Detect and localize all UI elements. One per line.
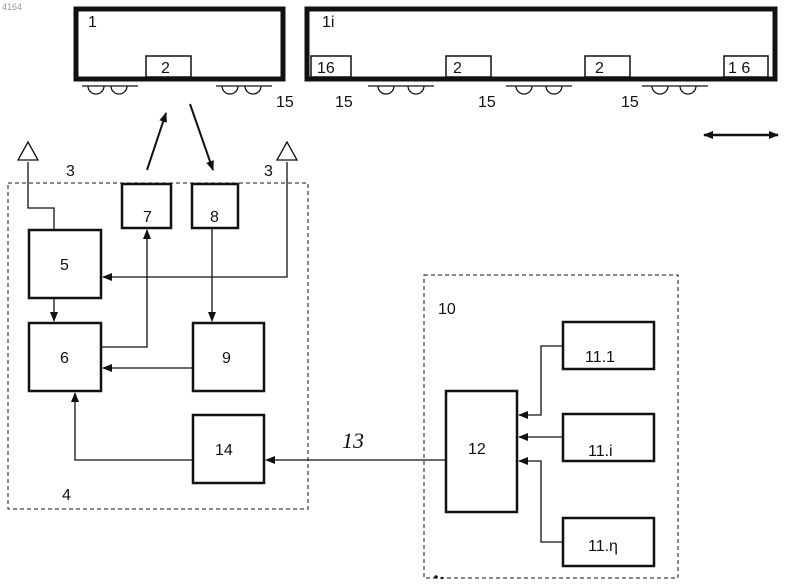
wire-14-to-6 [75, 393, 193, 460]
wagon-1-axle-label: 15 [276, 94, 294, 111]
wagon-1: 1 2 15 [76, 9, 294, 111]
block-12-label: 12 [468, 441, 486, 458]
wire-11-n-to-12 [519, 461, 563, 542]
wagon-1i-label: 1i [322, 14, 334, 31]
unit-4-label: 4 [62, 487, 71, 504]
wagon-1-bogie-right [216, 86, 272, 94]
wagon-1-label: 1 [88, 14, 97, 31]
unit-10-label: 10 [438, 301, 456, 318]
antenna-left-icon [18, 142, 38, 160]
wagon-1i-antenna-b [585, 56, 630, 77]
antenna-label-right: 3 [264, 163, 273, 180]
wire-antenna-to-5 [28, 162, 54, 230]
block-6-label: 6 [60, 350, 69, 367]
wire-11-1-to-12 [519, 346, 563, 415]
block-5-label: 5 [60, 257, 69, 274]
wagon-1i-antenna-b-label: 2 [595, 60, 604, 77]
wagon-1i-axle-label-2: 15 [478, 94, 496, 111]
speck-dot [434, 575, 438, 579]
block-8-label: 8 [210, 209, 219, 226]
block-14-label: 14 [215, 442, 233, 459]
antenna-right-icon [277, 142, 297, 160]
wagon-1-bogie-left [82, 86, 138, 94]
wire-6-to-7 [101, 230, 147, 347]
block-11-1-label: 11.1 [585, 349, 615, 366]
block-11-n-label: 11.η [588, 538, 618, 555]
wagon-1i-antenna-a-label: 2 [453, 60, 462, 77]
wagon-1i-bogie-3 [642, 86, 708, 94]
corner-id: 4164 [2, 2, 22, 12]
arrow-7-to-antenna [147, 113, 166, 170]
block-11-i-label: 11.i [588, 443, 613, 460]
speck-dot [441, 577, 443, 579]
wagon-1i-axle-label-3: 15 [621, 94, 639, 111]
wagon-1i: 1i 16 2 2 1 6 15 15 15 [307, 9, 775, 111]
link-label-13: 13 [342, 428, 364, 453]
antenna-label-left: 3 [66, 163, 75, 180]
arrow-antenna-to-8 [190, 104, 213, 170]
wagon-1i-end-label-right: 1 6 [728, 60, 750, 77]
block-9-label: 9 [222, 350, 231, 367]
wagon-1i-axle-label-1: 15 [335, 94, 353, 111]
wagon-1i-body [307, 9, 775, 79]
wagon-1i-end-label-left: 16 [317, 60, 335, 77]
wagon-1-antenna-label: 2 [161, 60, 170, 77]
wagon-1i-bogie-1 [368, 86, 434, 94]
block-7-label: 7 [143, 209, 152, 226]
wagon-1i-bogie-2 [506, 86, 572, 94]
